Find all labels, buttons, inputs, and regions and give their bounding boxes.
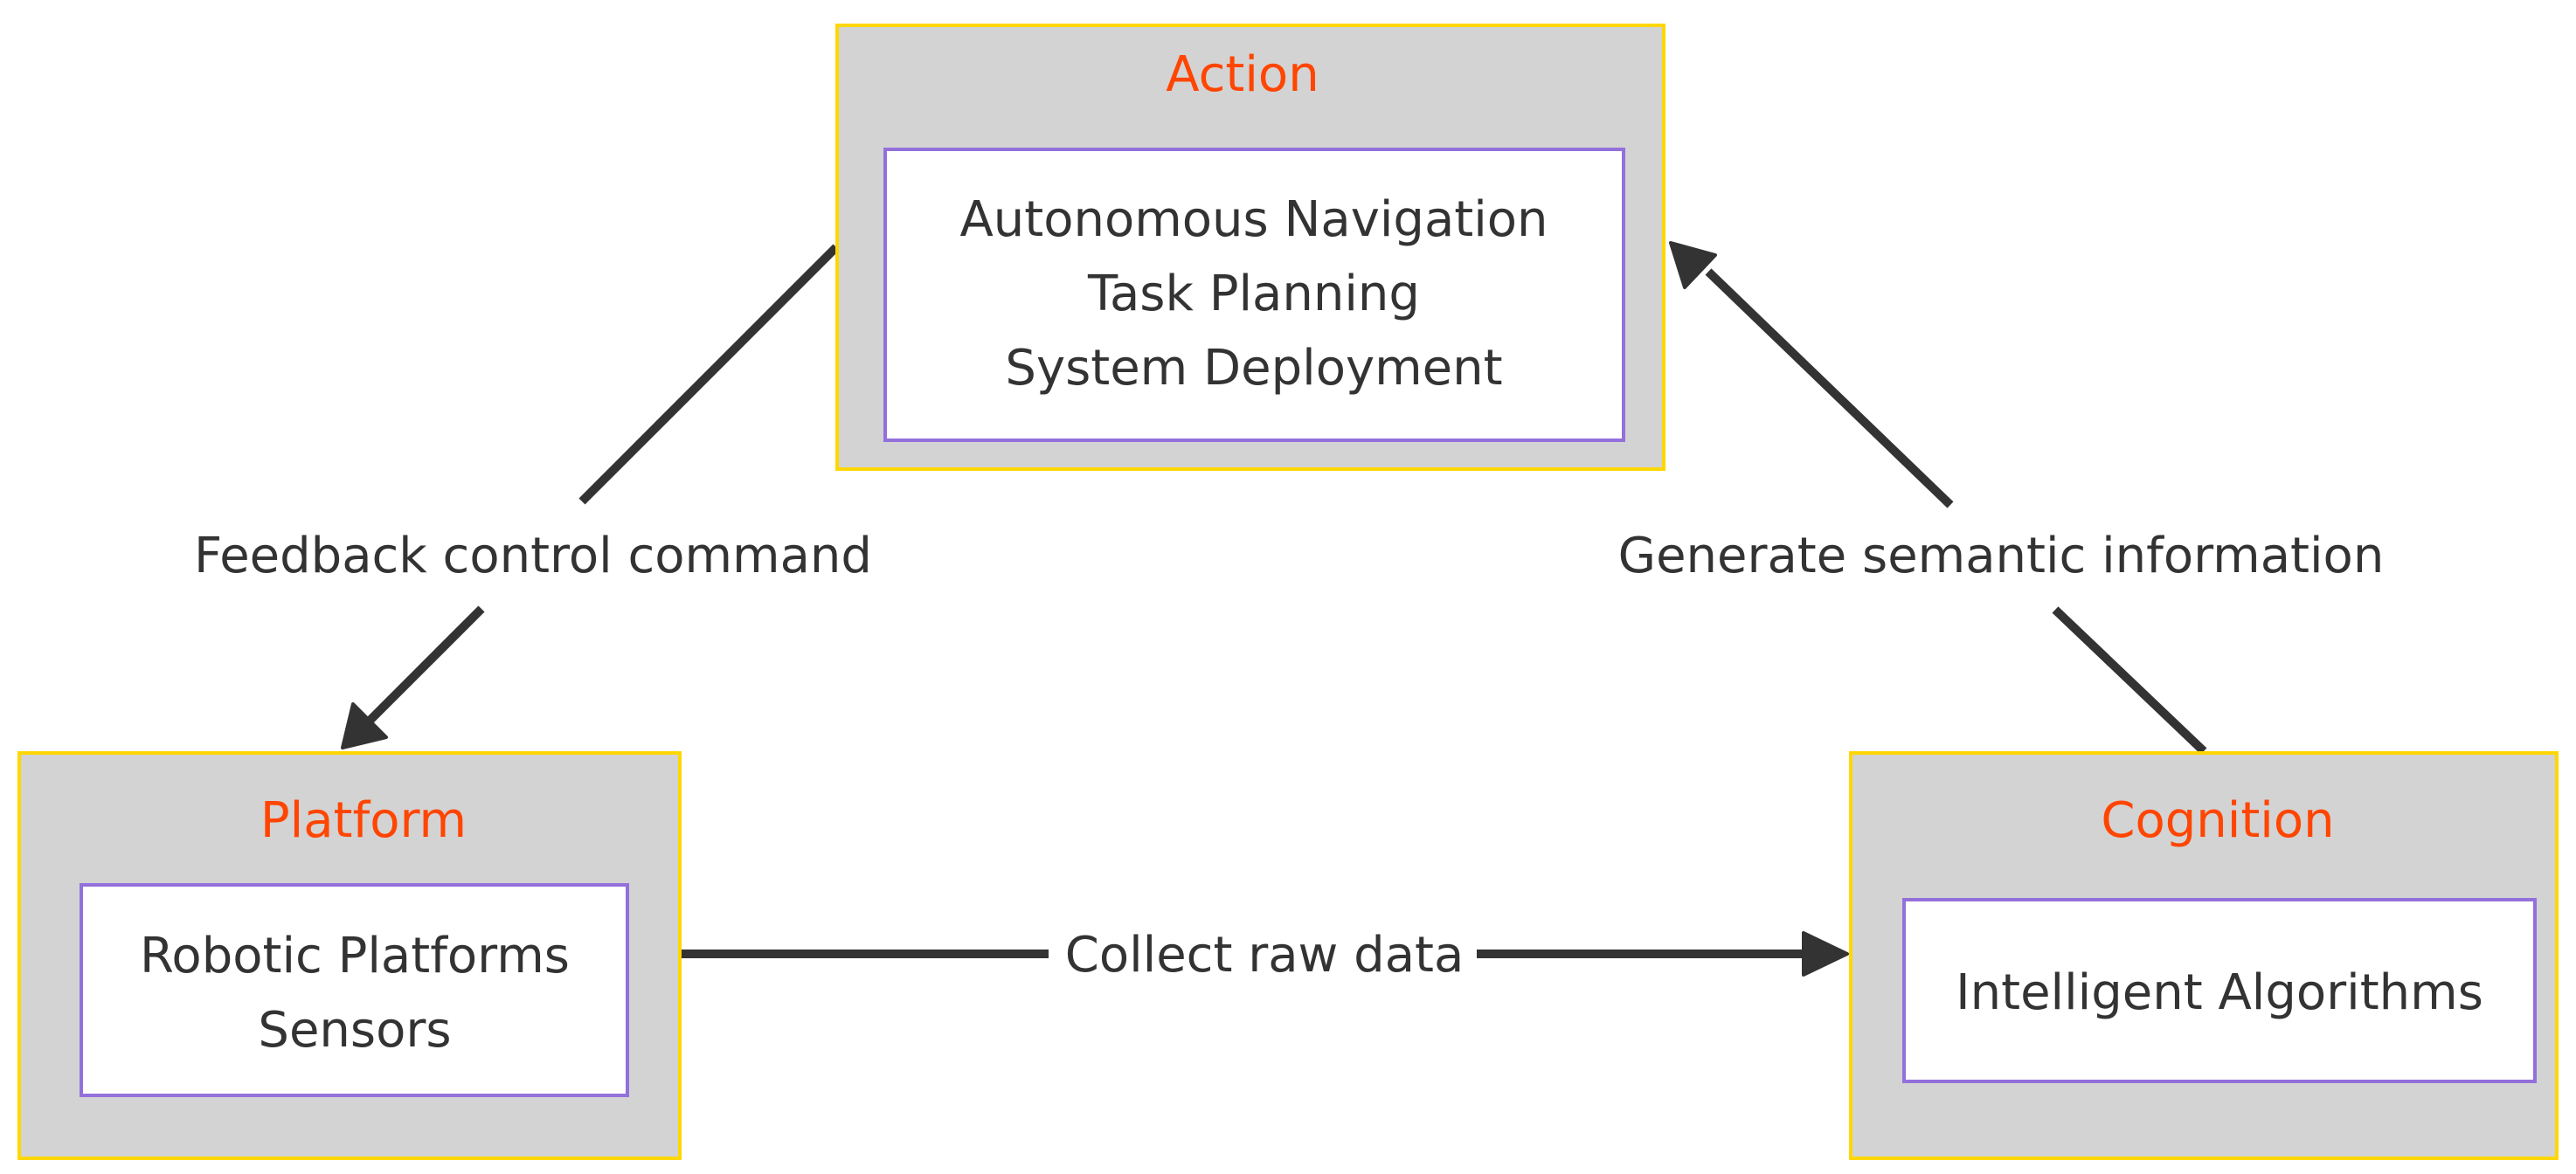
- edge-label-collect: Collect raw data: [1065, 927, 1465, 984]
- action-item-navigation: Autonomous Navigation: [959, 191, 1548, 248]
- platform-item-sensors: Sensors: [258, 1002, 451, 1059]
- edge-feedback-line-lower: [367, 605, 485, 723]
- edge-generate-semantic: Generate semantic information: [1618, 241, 2385, 755]
- node-cognition: Cognition Intelligent Algorithms: [1849, 751, 2559, 1160]
- arrowhead-to-platform: [341, 702, 388, 749]
- edge-feedback-line-upper: [578, 244, 840, 505]
- action-title: Action: [1166, 46, 1319, 103]
- action-inner-box: [883, 148, 1625, 442]
- action-item-planning: Task Planning: [1087, 266, 1420, 322]
- node-platform: Platform Robotic Platforms Sensors: [17, 751, 682, 1160]
- cognition-item-algorithms: Intelligent Algorithms: [1956, 964, 2483, 1021]
- edge-label-generate: Generate semantic information: [1618, 528, 2385, 584]
- edge-feedback-control: Feedback control command: [194, 244, 872, 749]
- arrowhead-to-action: [1669, 241, 1717, 289]
- cognition-inner-box: [1902, 898, 2537, 1083]
- edge-label-feedback: Feedback control command: [194, 528, 872, 584]
- cognition-title: Cognition: [2101, 792, 2334, 849]
- platform-item-robotic: Robotic Platforms: [140, 928, 570, 984]
- node-action: Action Autonomous Navigation Task Planni…: [835, 24, 1665, 471]
- edge-collect-raw-data: Collect raw data: [682, 927, 1849, 984]
- platform-inner-box: [80, 883, 629, 1097]
- edge-generate-line-upper: [1705, 268, 1954, 508]
- arrowhead-to-cognition: [1802, 931, 1849, 977]
- platform-title: Platform: [260, 792, 467, 849]
- edge-generate-line-lower: [2052, 606, 2207, 755]
- action-item-deployment: System Deployment: [1005, 340, 1502, 397]
